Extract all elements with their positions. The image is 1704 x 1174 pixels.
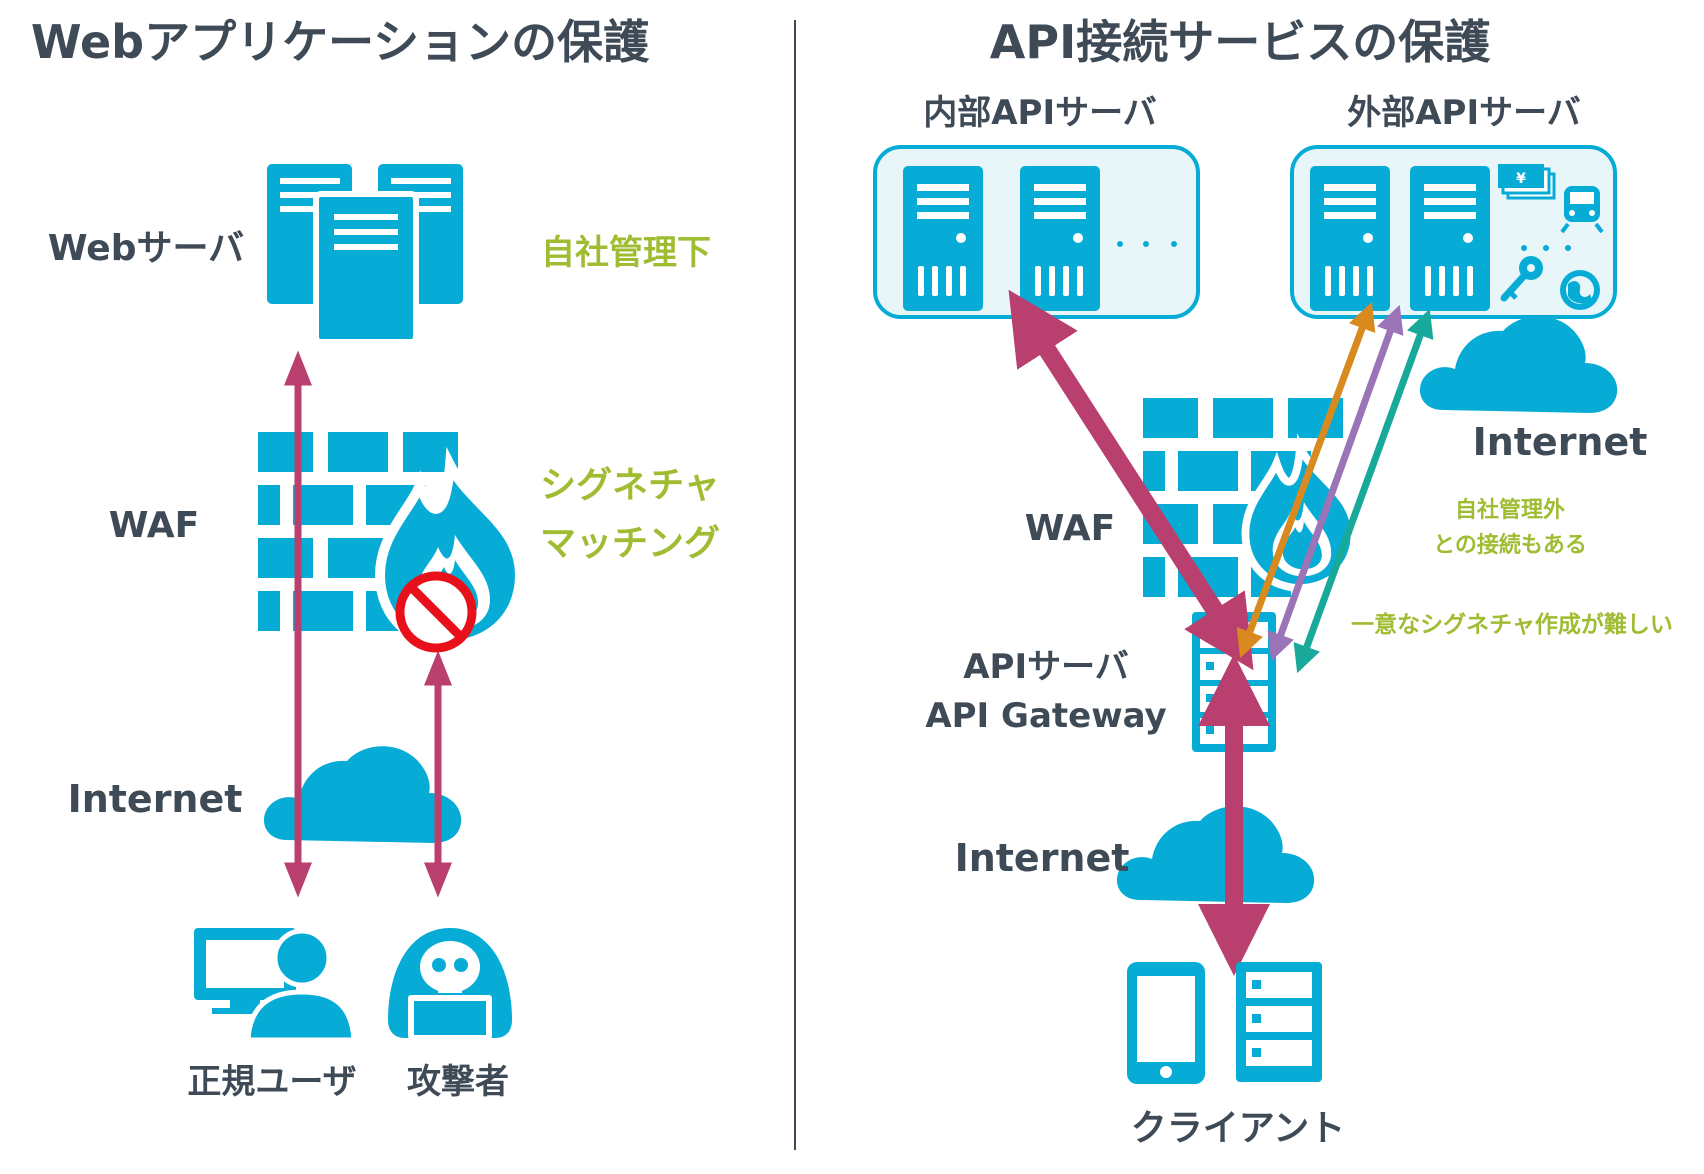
money-icon: ¥ [1498, 164, 1556, 200]
attacker-label: 攻撃者 [407, 1062, 509, 1102]
internal-api-server-group [873, 145, 1200, 319]
internal-api-arrow [1008, 289, 1254, 671]
internal-api-label: 内部APIサーバ [923, 93, 1157, 133]
outside-management-label-1: 自社管理外 [1455, 497, 1565, 523]
internet-cloud-icon-bottom [1116, 806, 1315, 903]
signature-label-2: マッチング [540, 523, 720, 564]
external-api-server-group: ¥ [1290, 145, 1617, 319]
key-icon [1500, 256, 1543, 302]
external-api-label: 外部APIサーバ [1347, 93, 1581, 133]
waf-label-right: WAF [1025, 508, 1116, 549]
train-icon [1560, 186, 1604, 234]
internet-cloud-icon-left [263, 746, 462, 843]
waf-label-left: WAF [109, 505, 200, 546]
hacker-skull-icon [388, 928, 512, 1039]
user-computer-icon [194, 928, 357, 1043]
smartphone-icon [1127, 962, 1205, 1084]
api-server-label: APIサーバ [963, 647, 1129, 687]
internet-label-left: Internet [68, 777, 243, 821]
svg-text:¥: ¥ [1516, 171, 1526, 187]
internet-label-top: Internet [1473, 420, 1648, 464]
client-server-icon [1236, 962, 1322, 1082]
outside-management-label-2: との接続もある [1433, 532, 1587, 558]
globe-icon [1560, 270, 1600, 310]
web-server-icon [267, 164, 463, 345]
web-server-label: Webサーバ [48, 228, 244, 269]
client-label: クライアント [1131, 1108, 1346, 1149]
internet-label-bottom: Internet [955, 836, 1130, 880]
signature-label-1: シグネチャ [540, 465, 720, 506]
left-title: Webアプリケーションの保護 [31, 15, 650, 69]
legit-user-label: 正規ユーザ [187, 1062, 356, 1102]
prohibited-icon [395, 571, 477, 653]
external-api-arrow-teal [1293, 308, 1434, 674]
internet-cloud-icon-top [1419, 316, 1618, 413]
right-title: API接続サービスの保護 [990, 15, 1491, 69]
api-gateway-label: API Gateway [925, 696, 1166, 736]
hard-signature-label: 一意なシグネチャ作成が難しい [1351, 611, 1673, 638]
self-managed-label: 自社管理下 [541, 233, 711, 273]
